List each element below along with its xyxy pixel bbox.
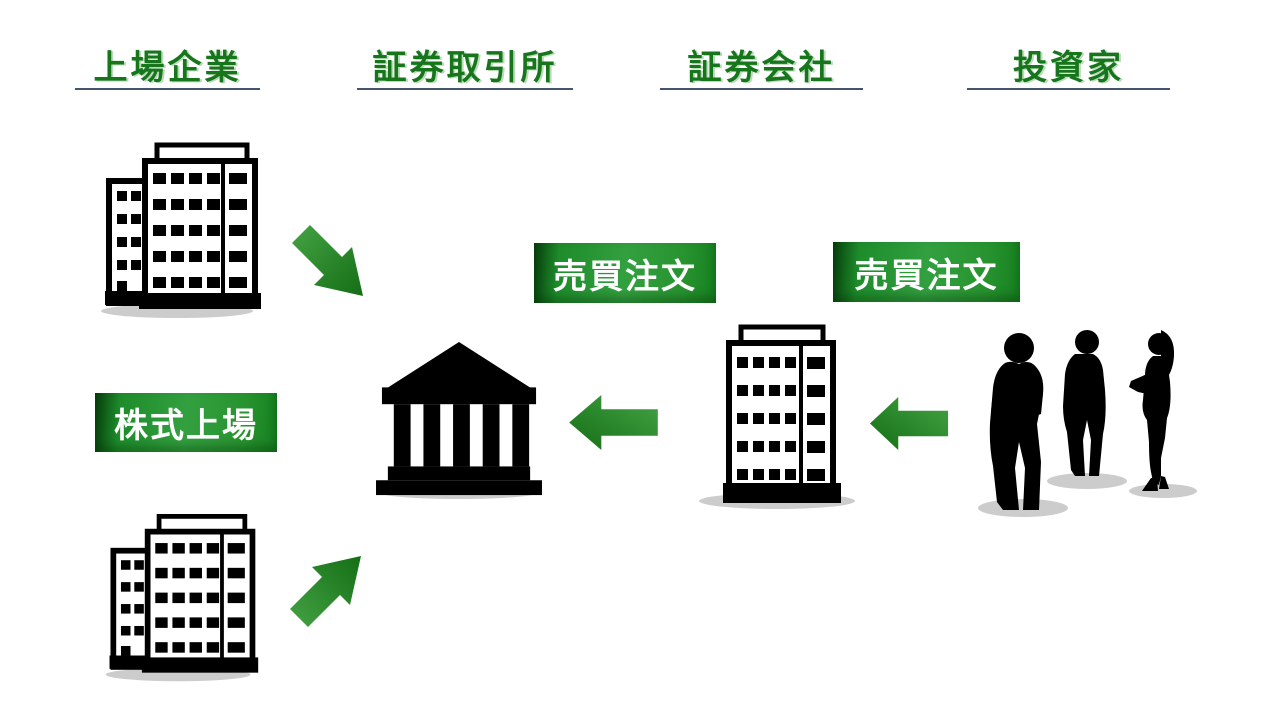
label-trade-order-investor: 売買注文	[833, 242, 1020, 302]
arrow-down-right-icon	[287, 220, 367, 300]
arrow-left-icon	[567, 393, 660, 452]
office-tower-icon	[695, 315, 860, 510]
column-header-listed-company: 上場企業	[75, 40, 260, 90]
bank-icon	[370, 338, 548, 501]
arrow-up-right-icon	[285, 552, 365, 632]
column-header-securities-firm: 証券会社	[660, 40, 863, 90]
column-header-investors: 投資家	[967, 40, 1170, 90]
column-header-stock-exchange: 証券取引所	[357, 40, 573, 90]
label-stock-listing: 株式上場	[95, 393, 277, 452]
arrow-left-icon	[868, 395, 950, 452]
office-building-icon	[95, 135, 265, 320]
office-building-icon	[100, 500, 262, 690]
label-trade-order-firm: 売買注文	[534, 243, 716, 303]
business-people-silhouettes-icon	[975, 318, 1205, 523]
